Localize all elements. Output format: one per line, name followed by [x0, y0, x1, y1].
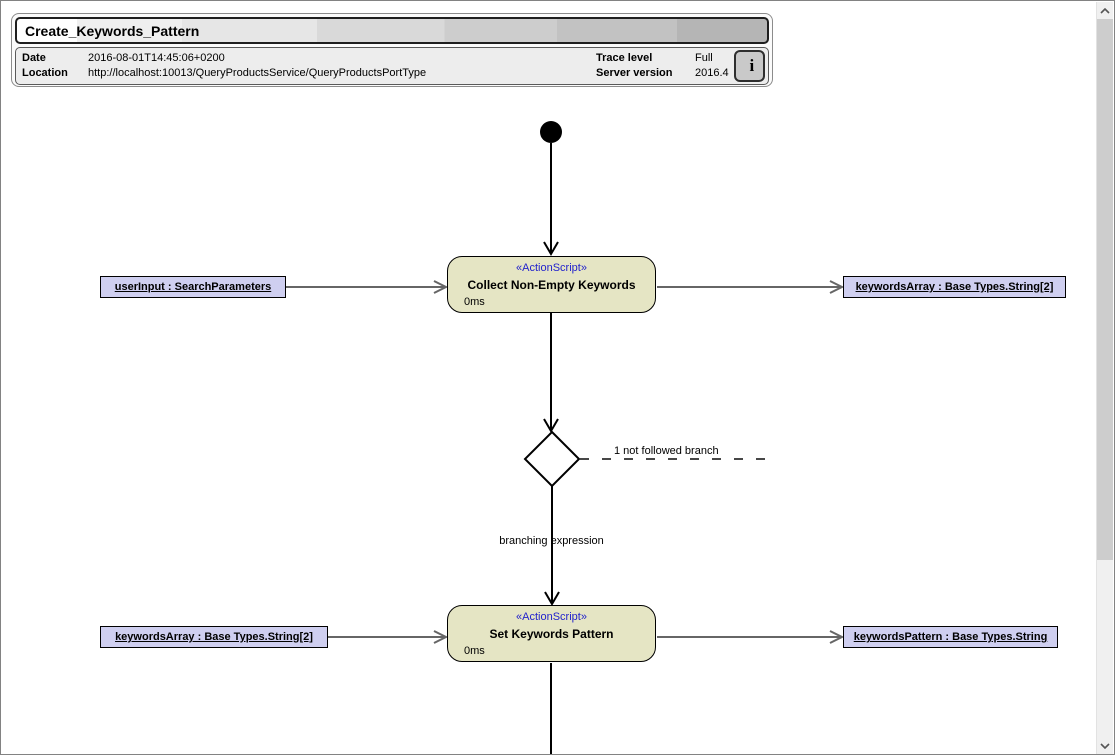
trace-header-window: Create_Keywords_Pattern Date 2016-08-01T…: [11, 13, 773, 87]
arrowhead-userinput: [433, 280, 449, 294]
trace-level-value: Full: [695, 52, 713, 64]
trace-info-panel: Date 2016-08-01T14:45:06+0200 Location h…: [15, 47, 769, 85]
action-name: Set Keywords Pattern: [489, 627, 614, 641]
scroll-down-button[interactable]: [1097, 737, 1113, 754]
date-value: 2016-08-01T14:45:06+0200: [88, 52, 225, 64]
data-object-userinput[interactable]: userInput : SearchParameters: [100, 276, 286, 298]
not-followed-branch-label: 1 not followed branch: [610, 445, 723, 457]
date-label: Date: [22, 52, 46, 64]
data-object-keywordsarray-out[interactable]: keywordsArray : Base Types.String[2]: [843, 276, 1066, 298]
action-node-collect-non-empty-keywords[interactable]: «ActionScript» Collect Non-Empty Keyword…: [447, 256, 656, 313]
location-label: Location: [22, 67, 68, 79]
window-title: Create_Keywords_Pattern: [25, 22, 200, 39]
trace-level-label: Trace level: [596, 52, 653, 64]
data-object-keywordspattern[interactable]: keywordsPattern : Base Types.String: [843, 626, 1058, 648]
arrowhead-into-collect: [543, 241, 559, 256]
location-value: http://localhost:10013/QueryProductsServ…: [88, 67, 427, 79]
scrollbar-thumb[interactable]: [1097, 19, 1113, 560]
arrowhead-keywordspattern-out: [829, 630, 845, 644]
initial-node[interactable]: [540, 121, 562, 143]
stereotype-label: «ActionScript»: [516, 611, 587, 623]
stereotype-label: «ActionScript»: [516, 262, 587, 274]
window-titlebar: Create_Keywords_Pattern: [15, 17, 769, 44]
arrowhead-into-decision: [543, 418, 559, 433]
action-node-set-keywords-pattern[interactable]: «ActionScript» Set Keywords Pattern 0ms: [447, 605, 656, 662]
server-version-label: Server version: [596, 67, 673, 79]
arrowhead-keywordsarray-out: [829, 280, 845, 294]
action-duration: 0ms: [464, 645, 485, 657]
action-duration: 0ms: [464, 296, 485, 308]
server-version-value: 2016.4: [695, 67, 729, 79]
info-icon: i: [749, 56, 755, 75]
branching-expression-label: branching expression: [499, 535, 604, 547]
vertical-scrollbar[interactable]: [1096, 2, 1113, 754]
action-name: Collect Non-Empty Keywords: [467, 278, 636, 292]
decision-diamond[interactable]: [523, 430, 581, 488]
info-button[interactable]: i: [734, 50, 765, 82]
arrowhead-into-set: [544, 591, 560, 606]
data-object-keywordsarray-in[interactable]: keywordsArray : Base Types.String[2]: [100, 626, 328, 648]
scroll-up-button[interactable]: [1097, 2, 1113, 19]
arrowhead-keywordsarray-in: [433, 630, 449, 644]
chevron-up-icon: [1100, 7, 1110, 14]
chevron-down-icon: [1100, 742, 1110, 749]
